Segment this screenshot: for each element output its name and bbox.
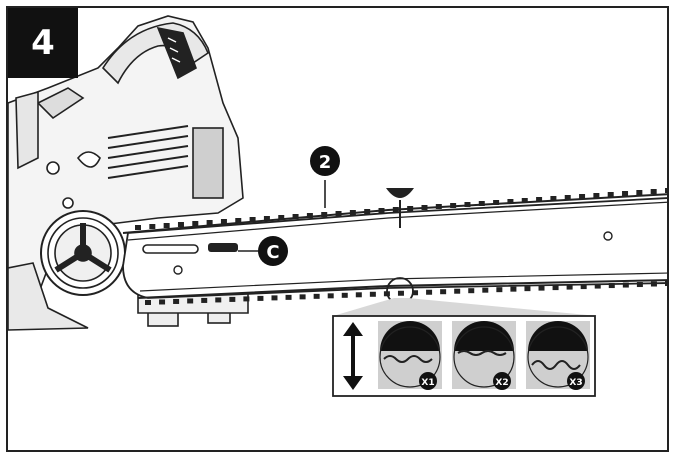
panel-1-label: X1: [421, 378, 434, 388]
chain-tooth: [177, 222, 184, 227]
chain-tooth: [364, 209, 371, 214]
chain-tooth: [407, 206, 414, 211]
chain-tooth: [496, 287, 503, 293]
chain-tooth: [593, 193, 600, 198]
chainsaw-body: [8, 15, 249, 331]
inset-panel-1: X1: [378, 321, 442, 390]
chain-tooth: [435, 204, 442, 209]
chain-tooth: [493, 200, 500, 205]
up-down-arrow-icon: [343, 322, 363, 390]
guide-bar: [122, 188, 667, 299]
chain-tooth: [665, 188, 667, 193]
chain-tooth: [622, 191, 629, 196]
chain-tooth: [636, 190, 643, 195]
chain-tooth: [201, 297, 208, 303]
chain-tooth: [464, 202, 471, 207]
chain-tooth: [412, 290, 419, 296]
chain-tooth: [524, 286, 531, 292]
chain-tooth: [392, 207, 399, 212]
figure-frame: 4: [6, 6, 669, 452]
chain-tooth: [271, 295, 278, 301]
chain-tooth: [135, 225, 141, 230]
chain-tooth: [482, 287, 489, 293]
chain-tooth: [454, 288, 461, 294]
chain-tooth: [650, 281, 657, 287]
chain-tooth: [566, 284, 573, 290]
chain-teeth: [135, 188, 667, 305]
chain-tooth: [257, 295, 264, 301]
chain-tooth: [321, 212, 328, 217]
chain-tooth: [650, 189, 657, 194]
chain-tooth: [327, 293, 334, 299]
chain-tooth: [507, 199, 514, 204]
chain-tooth: [173, 298, 180, 304]
chain-tooth: [636, 282, 643, 288]
chainsaw-illustration: 2 C X1: [8, 15, 667, 397]
chain-tooth: [608, 283, 615, 289]
chain-tooth: [378, 208, 385, 213]
chain-tooth: [306, 213, 313, 218]
chain-tooth: [349, 210, 356, 215]
chain-tooth: [450, 203, 457, 208]
inset-panel-3: X3: [526, 321, 590, 390]
chain-tooth: [149, 224, 156, 229]
chain-tooth: [607, 192, 614, 197]
chain-tooth: [145, 300, 151, 305]
chain-tooth: [299, 294, 306, 300]
chain-tooth: [594, 283, 601, 289]
chain-tooth: [440, 289, 447, 295]
panel-2-label: X2: [495, 378, 508, 388]
chain-tooth: [341, 292, 348, 298]
chain-tooth: [229, 296, 236, 302]
bar-adjust-pin: [208, 243, 238, 252]
chain-tooth: [335, 211, 342, 216]
chain-tooth: [421, 205, 428, 210]
chain-tooth: [163, 223, 170, 228]
callout-adjust-label: C: [266, 242, 279, 263]
inset-panel-2: X2: [452, 321, 516, 390]
bar-slot: [142, 244, 199, 254]
chain-tooth: [355, 292, 362, 298]
chain-tooth: [510, 286, 517, 292]
chain-tooth: [215, 297, 222, 303]
chain-tooth: [220, 219, 227, 224]
chain-tooth: [243, 296, 250, 302]
saw-chain: [122, 193, 667, 299]
callout-bar-label: 2: [319, 152, 332, 173]
chain-tooth: [564, 195, 571, 200]
chain-tooth: [369, 291, 376, 297]
chain-tooth: [292, 214, 299, 219]
chain-tooth: [285, 294, 292, 300]
chain-tooth: [552, 285, 559, 291]
chain-tooth: [622, 282, 629, 288]
chain-tooth: [665, 281, 667, 286]
chain-tooth: [159, 299, 166, 305]
chain-tooth: [536, 197, 543, 202]
chain-tooth: [263, 216, 270, 221]
chain-tooth: [538, 285, 545, 291]
chain-tooth: [249, 217, 256, 222]
chain-tooth: [278, 215, 285, 220]
chain-tooth: [521, 198, 528, 203]
chain-tooth: [478, 201, 485, 206]
callout-bar-marker: [310, 146, 340, 176]
chain-tooth: [206, 220, 213, 225]
step-number: 4: [8, 8, 78, 78]
chain-tooth: [468, 288, 475, 294]
chain-tooth: [580, 284, 587, 290]
chain-tooth: [235, 218, 242, 223]
chain-tooth: [397, 290, 404, 296]
chain-tooth: [550, 196, 557, 201]
chain-tooth: [187, 298, 194, 304]
callout-adjust-marker: [258, 236, 288, 266]
chain-tooth: [192, 221, 199, 226]
chain-tooth: [313, 293, 320, 299]
panel-3-label: X3: [569, 378, 582, 388]
tension-pull-icon: [386, 188, 414, 198]
chain-tooth: [579, 194, 586, 199]
chain-tooth: [426, 289, 433, 295]
tension-inset: X1 X2 X3: [332, 298, 598, 397]
